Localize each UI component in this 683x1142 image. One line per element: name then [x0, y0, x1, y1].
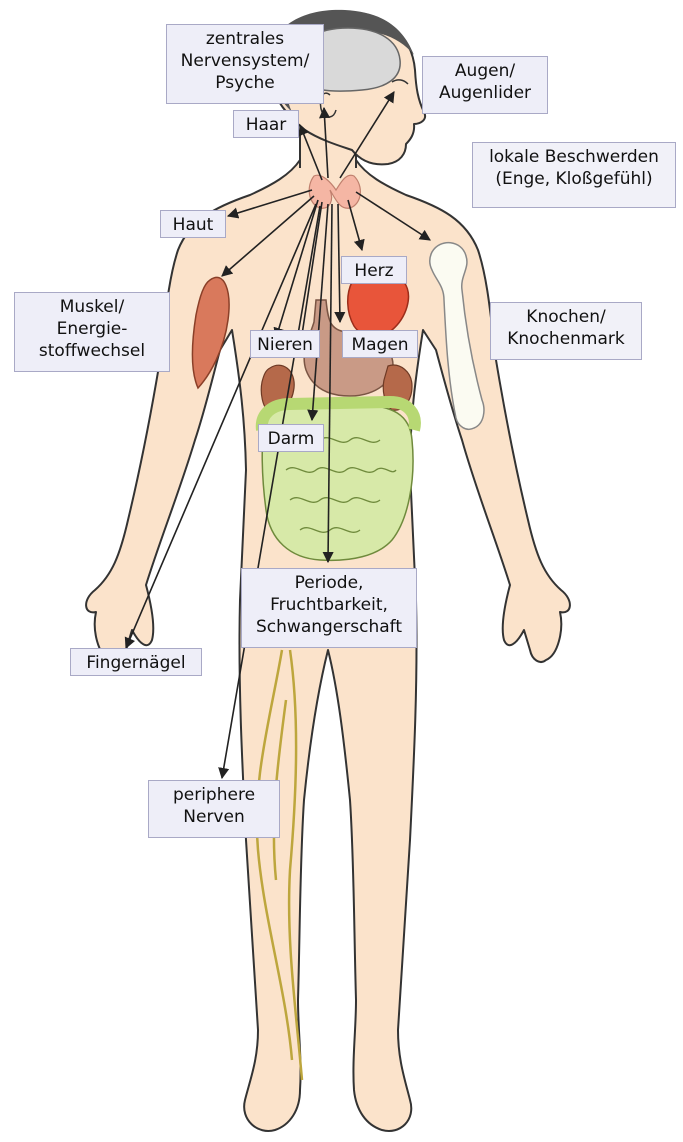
label-darm: Darm [258, 424, 324, 452]
label-knochen: Knochen/ Knochenmark [490, 302, 642, 360]
label-haut: Haut [160, 210, 226, 238]
label-lokale-beschwerden: lokale Beschwerden (Enge, Kloßgefühl) [472, 142, 676, 208]
label-herz: Herz [341, 256, 407, 284]
label-haar: Haar [233, 110, 299, 138]
label-zentrales-nervensystem: zentrales Nervensystem/ Psyche [166, 24, 324, 104]
label-fingernaegel: Fingernägel [70, 648, 202, 676]
label-magen: Magen [342, 330, 418, 358]
label-periode: Periode, Fruchtbarkeit, Schwangerschaft [241, 568, 417, 648]
label-augen: Augen/ Augenlider [422, 56, 548, 114]
label-nieren: Nieren [250, 330, 320, 358]
label-muskel: Muskel/ Energie- stoffwechsel [14, 292, 170, 372]
label-periphere-nerven: periphere Nerven [148, 780, 280, 838]
